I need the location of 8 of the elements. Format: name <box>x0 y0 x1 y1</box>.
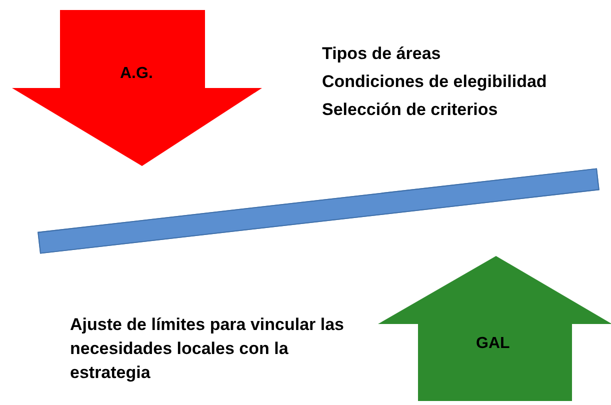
criteria-text: Condiciones de elegibilidad <box>322 71 547 93</box>
description-text: Ajuste de límites para vincular las necesidades locales con la estrategia <box>70 314 346 384</box>
arrow-label: A.G. <box>120 64 153 84</box>
down-arrow <box>12 10 262 166</box>
arrow-label: GAL <box>476 334 510 354</box>
criteria-text: Tipos de áreas <box>322 43 442 65</box>
criteria-text: Selección de criterios <box>322 99 499 121</box>
up-arrow <box>378 256 611 401</box>
